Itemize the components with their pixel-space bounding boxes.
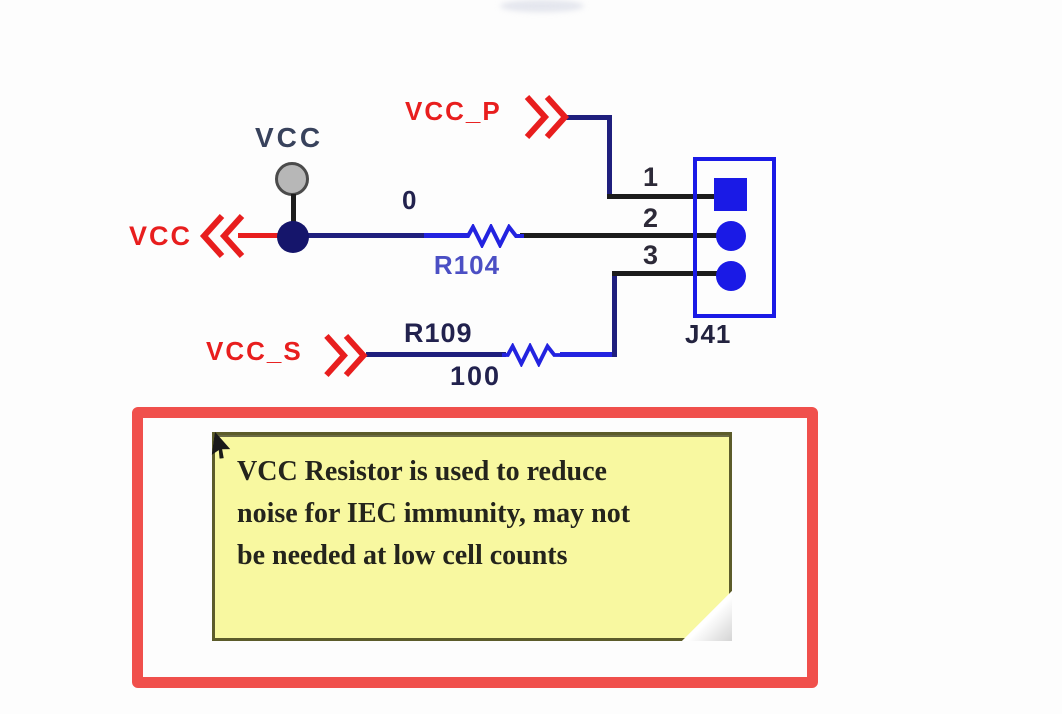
wire-vccs-to-r109 xyxy=(366,352,506,357)
pin2-round-pad-icon xyxy=(716,221,746,251)
pin-number-1: 1 xyxy=(642,162,658,192)
wire-main-navy xyxy=(282,233,424,238)
double-chevron-right-icon xyxy=(324,333,368,378)
pin-number-2: 2 xyxy=(642,203,658,233)
wire-r109-vertical xyxy=(612,273,617,357)
resistor-r109-value: 100 xyxy=(450,361,502,391)
power-port-circle-icon xyxy=(275,162,309,196)
top-artifact xyxy=(500,0,584,12)
resistor-zigzag-icon xyxy=(502,343,562,367)
power-port-stem xyxy=(291,194,296,224)
pin-number-3: 3 xyxy=(642,240,658,270)
resistor-zigzag-icon xyxy=(462,224,524,248)
note-line: be needed at low cell counts xyxy=(237,540,568,571)
double-chevron-right-icon xyxy=(524,94,569,140)
wire-vccp-vertical xyxy=(607,115,612,199)
wire-r104-to-pin2 xyxy=(520,233,718,238)
wire-r109-lead-right xyxy=(560,352,617,357)
double-chevron-left-icon xyxy=(199,213,245,259)
highlight-frame xyxy=(132,407,818,688)
resistor-r109-designator: R109 xyxy=(404,318,473,348)
resistor-r104-designator: R104 xyxy=(433,250,501,280)
wire-to-pin1 xyxy=(607,194,718,199)
connector-designator: J41 xyxy=(685,319,732,349)
sticky-note-body xyxy=(212,432,732,641)
net-label-vcc-s-text: VCC_S xyxy=(206,336,303,366)
net-label-vcc-text: VCC xyxy=(129,221,193,251)
power-port-label: VCC xyxy=(254,122,324,153)
pin1-square-pad-icon xyxy=(714,178,747,211)
wire-r104-lead-left xyxy=(424,233,468,238)
connector-body xyxy=(693,157,776,318)
wire-vccp-horizontal xyxy=(564,115,612,120)
note-line: noise for IEC immunity, may not xyxy=(237,498,631,529)
pin3-round-pad-icon xyxy=(716,261,746,291)
resistor-r104-value: 0 xyxy=(402,185,417,215)
net-label-vcc-p-text: VCC_P xyxy=(405,96,502,126)
wire-vcc-red-stub xyxy=(238,233,286,238)
note-line: VCC Resistor is used to reduce xyxy=(237,456,607,487)
wire-to-pin3 xyxy=(612,271,718,276)
sticky-note-text: VCC Resistor is used to reduce noise for… xyxy=(237,451,727,577)
wire-junction-dot xyxy=(277,221,309,253)
